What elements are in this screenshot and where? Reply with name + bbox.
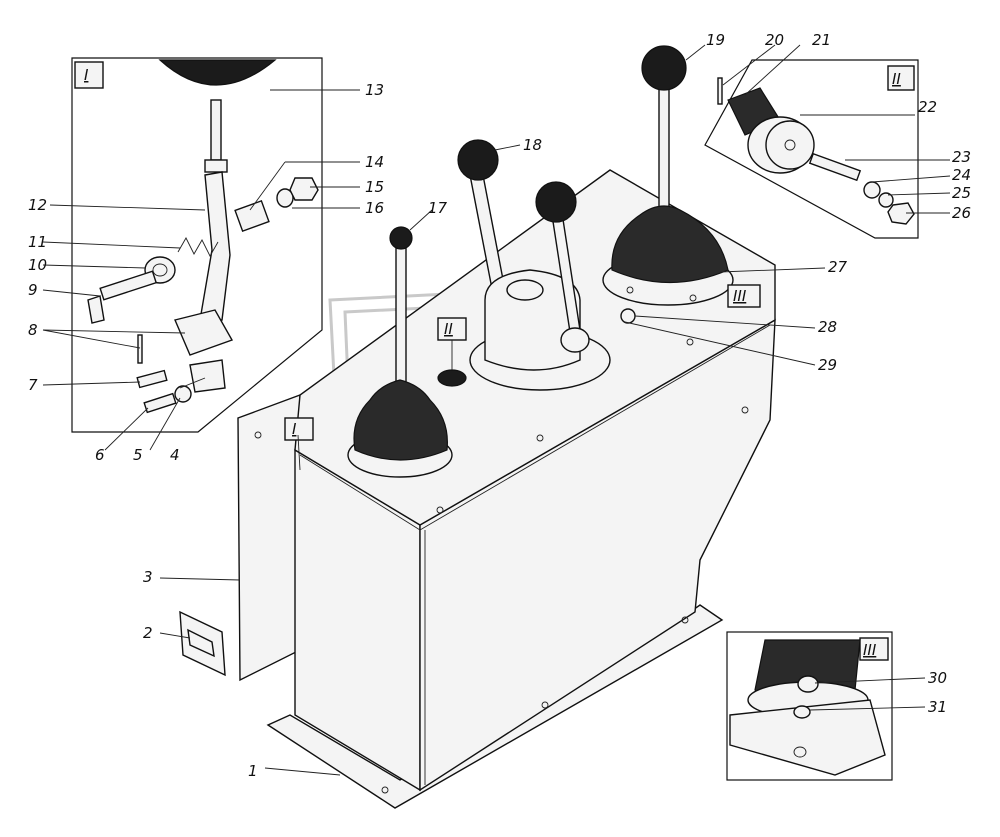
callout-12: 12 [28,196,47,214]
callout-20: 20 [765,31,784,49]
view-marker-I [284,417,314,441]
callout-29: 29 [818,356,837,374]
callout-8: 8 [28,321,38,339]
callout-2: 2 [143,624,153,642]
callout-25: 25 [952,184,971,202]
callout-28: 28 [818,318,837,336]
view-marker-II-label: II [444,320,453,338]
callout-5: 5 [133,446,143,464]
callout-1: 1 [248,762,258,780]
callout-6: 6 [95,446,105,464]
callout-22: 22 [918,98,937,116]
lever-19 [602,45,734,306]
callout-3: 3 [143,568,153,586]
view-marker-III-label: III [733,287,747,305]
inset-I: I [71,57,323,433]
callout-10: 10 [28,256,47,274]
callout-24: 24 [952,166,971,184]
callout-labels: 1 2 3 4 5 6 7 8 9 10 11 12 13 14 15 16 1… [28,31,971,780]
callout-26: 26 [952,204,971,222]
callout-31: 31 [928,698,947,716]
callout-23: 23 [952,148,971,166]
leader-lines [42,44,951,776]
callout-18: 18 [523,136,542,154]
view-marker-I-label: I [292,420,297,438]
callout-14: 14 [365,153,384,171]
callout-11: 11 [28,233,47,251]
inset-I-label: I [84,66,89,84]
mounting-bolt-plate [179,610,226,677]
callout-16: 16 [365,199,384,217]
callout-7: 7 [28,376,38,394]
callout-17: 17 [428,199,448,217]
callout-27: 27 [828,258,848,276]
inset-II-label: II [892,70,901,88]
inset-III-label: III [863,641,877,659]
callout-19: 19 [706,31,725,49]
inset-III: III [726,631,893,781]
lever-middle [535,181,590,353]
lever-17 [347,226,453,478]
callout-30: 30 [928,669,947,687]
callout-21: 21 [812,31,831,49]
lever-18 [457,139,611,391]
callout-9: 9 [28,281,38,299]
view-markers: I II III [284,284,761,471]
view-marker-III [727,284,761,308]
callout-13: 13 [365,81,384,99]
inset-II: II [704,59,919,239]
callout-15: 15 [365,178,384,196]
callout-4: 4 [170,446,180,464]
